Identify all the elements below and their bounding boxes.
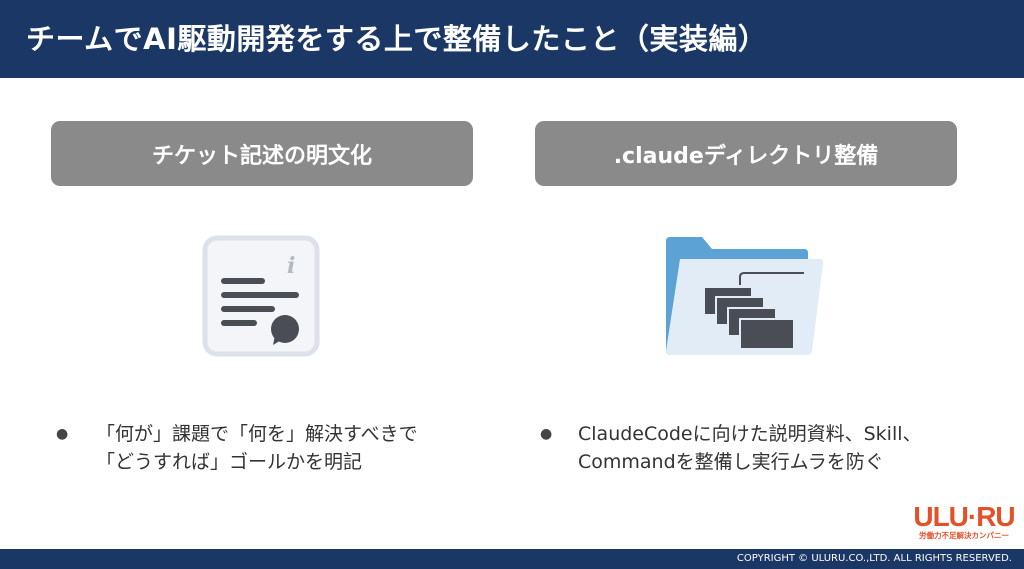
document-info-icon: i bbox=[202, 235, 320, 357]
bullet-marker: ● bbox=[56, 426, 69, 442]
bullet-text: 「何が」課題で「何を」解決すべきで 「どうすれば」ゴールかを明記 bbox=[96, 423, 418, 473]
company-logo: ULU·RU 労働力不足解決カンパニー bbox=[912, 503, 1016, 541]
folder-icon bbox=[666, 237, 824, 355]
logo-tagline: 労働力不足解決カンパニー bbox=[919, 531, 1009, 540]
heading-ticket-description: チケット記述の明文化 bbox=[51, 121, 473, 186]
bullet-text: ClaudeCodeに向けた説明資料、Skill、 Commandを整備し実行ム… bbox=[578, 423, 922, 473]
slide-title: チームでAI駆動開発をする上で整備したこと（実装編） bbox=[0, 0, 1024, 78]
bullet-claude-directory: ● ClaudeCodeに向けた説明資料、Skill、 Commandを整備し実… bbox=[540, 420, 922, 476]
bullet-ticket-description: ● 「何が」課題で「何を」解決すべきで 「どうすれば」ゴールかを明記 bbox=[56, 420, 418, 476]
logo-mark: ULU·RU bbox=[913, 501, 1015, 532]
heading-claude-directory: .claudeディレクトリ整備 bbox=[535, 121, 957, 186]
bullet-marker: ● bbox=[540, 426, 553, 442]
svg-text:i: i bbox=[287, 253, 295, 279]
copyright-footer: COPYRIGHT © ULURU.CO.,LTD. ALL RIGHTS RE… bbox=[0, 549, 1024, 569]
